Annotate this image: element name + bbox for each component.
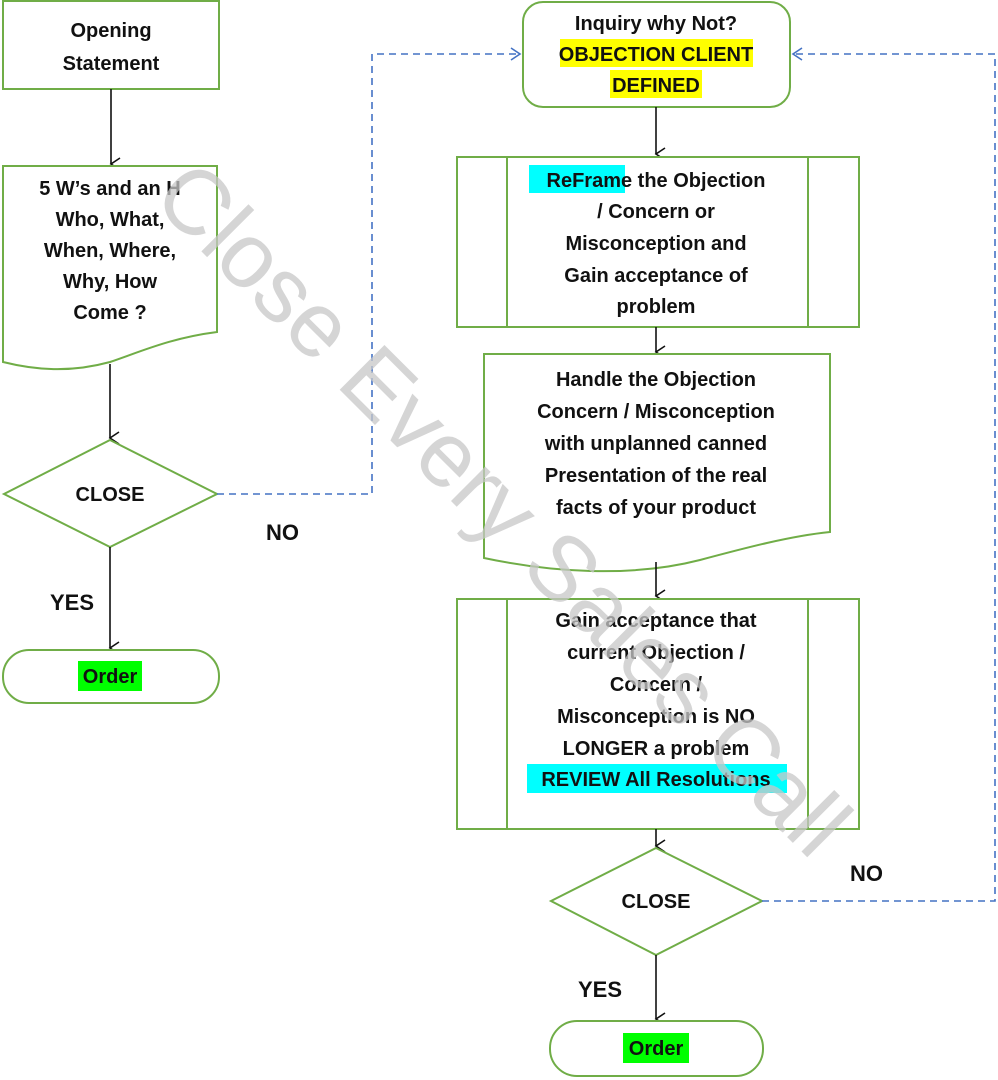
objection-highlight-2 (610, 70, 702, 98)
reframe-line-1: ReFrame the Objection (547, 170, 766, 192)
reframe-line-5: problem (617, 296, 696, 318)
order-highlight-right (623, 1033, 689, 1063)
questions-line-1: 5 W’s and an H (39, 178, 181, 200)
yes-label-right: YES (578, 977, 622, 1002)
inquiry-line-2: OBJECTION CLIENT (559, 44, 753, 66)
reframe-line-2: / Concern or (597, 201, 715, 223)
handle-line-4: Presentation of the real (545, 465, 767, 487)
gain-line-4: Misconception is NO (557, 706, 755, 728)
questions-line-4: Why, How (63, 271, 158, 293)
reframe-line-1-rest: the Objection (632, 170, 765, 192)
reframe-process-node: ReFrame the Objection / Concern or Misco… (456, 156, 860, 328)
no-loop-connector-left (217, 47, 522, 495)
gain-line-1: Gain acceptance that (555, 610, 757, 632)
order-terminal-right: Order (549, 1020, 764, 1077)
opening-line-2: Statement (63, 53, 160, 75)
gain-line-2: current Objection / (567, 642, 745, 664)
five-ws-document-node: 5 W’s and an H Who, What, When, Where, W… (2, 165, 218, 371)
close-decision-left: CLOSE (1, 438, 220, 549)
inquiry-line-3: DEFINED (612, 75, 700, 97)
questions-line-3: When, Where, (44, 240, 176, 262)
opening-statement-node: Opening Statement (2, 0, 220, 90)
close-decision-right: CLOSE (548, 846, 765, 957)
no-label-left: NO (266, 520, 299, 545)
inquiry-line-1: Inquiry why Not? (575, 13, 737, 35)
handle-objection-document-node: Handle the Objection Concern / Misconcep… (483, 353, 831, 573)
objection-highlight-1 (560, 39, 753, 67)
handle-line-3: with unplanned canned (544, 433, 767, 455)
inquiry-node: Inquiry why Not? OBJECTION CLIENT DEFINE… (522, 1, 791, 108)
handle-line-5: facts of your product (556, 497, 756, 519)
gain-line-5: LONGER a problem (563, 738, 750, 760)
no-label-right: NO (850, 861, 883, 886)
gain-acceptance-process-node: Gain acceptance that current Objection /… (456, 598, 860, 830)
gain-line-3: Concern / (610, 674, 703, 696)
close-label-left: CLOSE (76, 484, 145, 506)
handle-line-1: Handle the Objection (556, 369, 756, 391)
opening-line-1: Opening (70, 20, 151, 42)
no-loop-connector-right (762, 47, 996, 902)
order-label-right: Order (629, 1038, 684, 1060)
questions-line-2: Who, What, (56, 209, 165, 231)
handle-line-2: Concern / Misconception (537, 401, 775, 423)
reframe-line-3: Misconception and (565, 233, 746, 255)
close-label-right: CLOSE (622, 891, 691, 913)
review-highlight (527, 764, 787, 793)
order-highlight-left (78, 661, 142, 691)
questions-line-5: Come ? (73, 302, 146, 324)
review-line: REVIEW All Resolutions (541, 769, 770, 791)
order-terminal-left: Order (2, 649, 220, 704)
yes-label-left: YES (50, 590, 94, 615)
reframe-line-4: Gain acceptance of (564, 265, 748, 287)
reframe-highlight-text: ReFrame (547, 170, 633, 192)
order-label-left: Order (83, 666, 138, 688)
reframe-highlight (529, 165, 625, 193)
